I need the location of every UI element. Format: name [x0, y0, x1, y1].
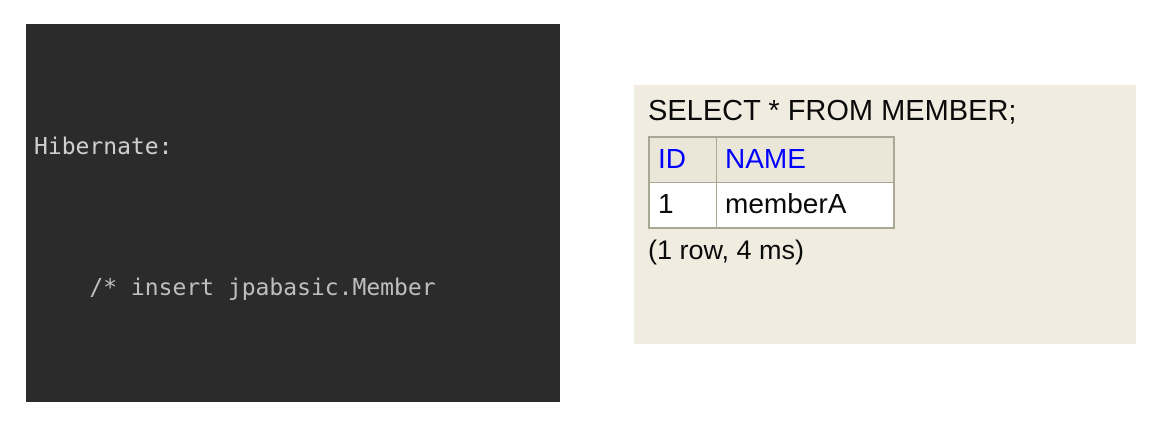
- log-line: /* insert jpabasic.Member: [34, 275, 436, 301]
- table-header-row: ID NAME: [648, 136, 895, 183]
- console-log-output: Hibernate: /* insert jpabasic.Member */ …: [26, 30, 560, 402]
- column-header-id[interactable]: ID: [648, 136, 717, 183]
- table-row[interactable]: 1 memberA: [648, 181, 895, 229]
- cell-name: memberA: [716, 181, 895, 229]
- column-header-name[interactable]: NAME: [716, 136, 895, 183]
- sql-result-panel: SELECT * FROM MEMBER; ID NAME 1 memberA …: [634, 85, 1136, 344]
- hibernate-console-panel: Hibernate: /* insert jpabasic.Member */ …: [26, 24, 560, 402]
- result-status-text: (1 row, 4 ms): [648, 234, 805, 265]
- log-line: Hibernate:: [34, 134, 187, 160]
- sql-query-text: SELECT * FROM MEMBER;: [648, 95, 1017, 127]
- cell-id: 1: [648, 181, 717, 229]
- result-table: ID NAME 1 memberA: [648, 136, 895, 229]
